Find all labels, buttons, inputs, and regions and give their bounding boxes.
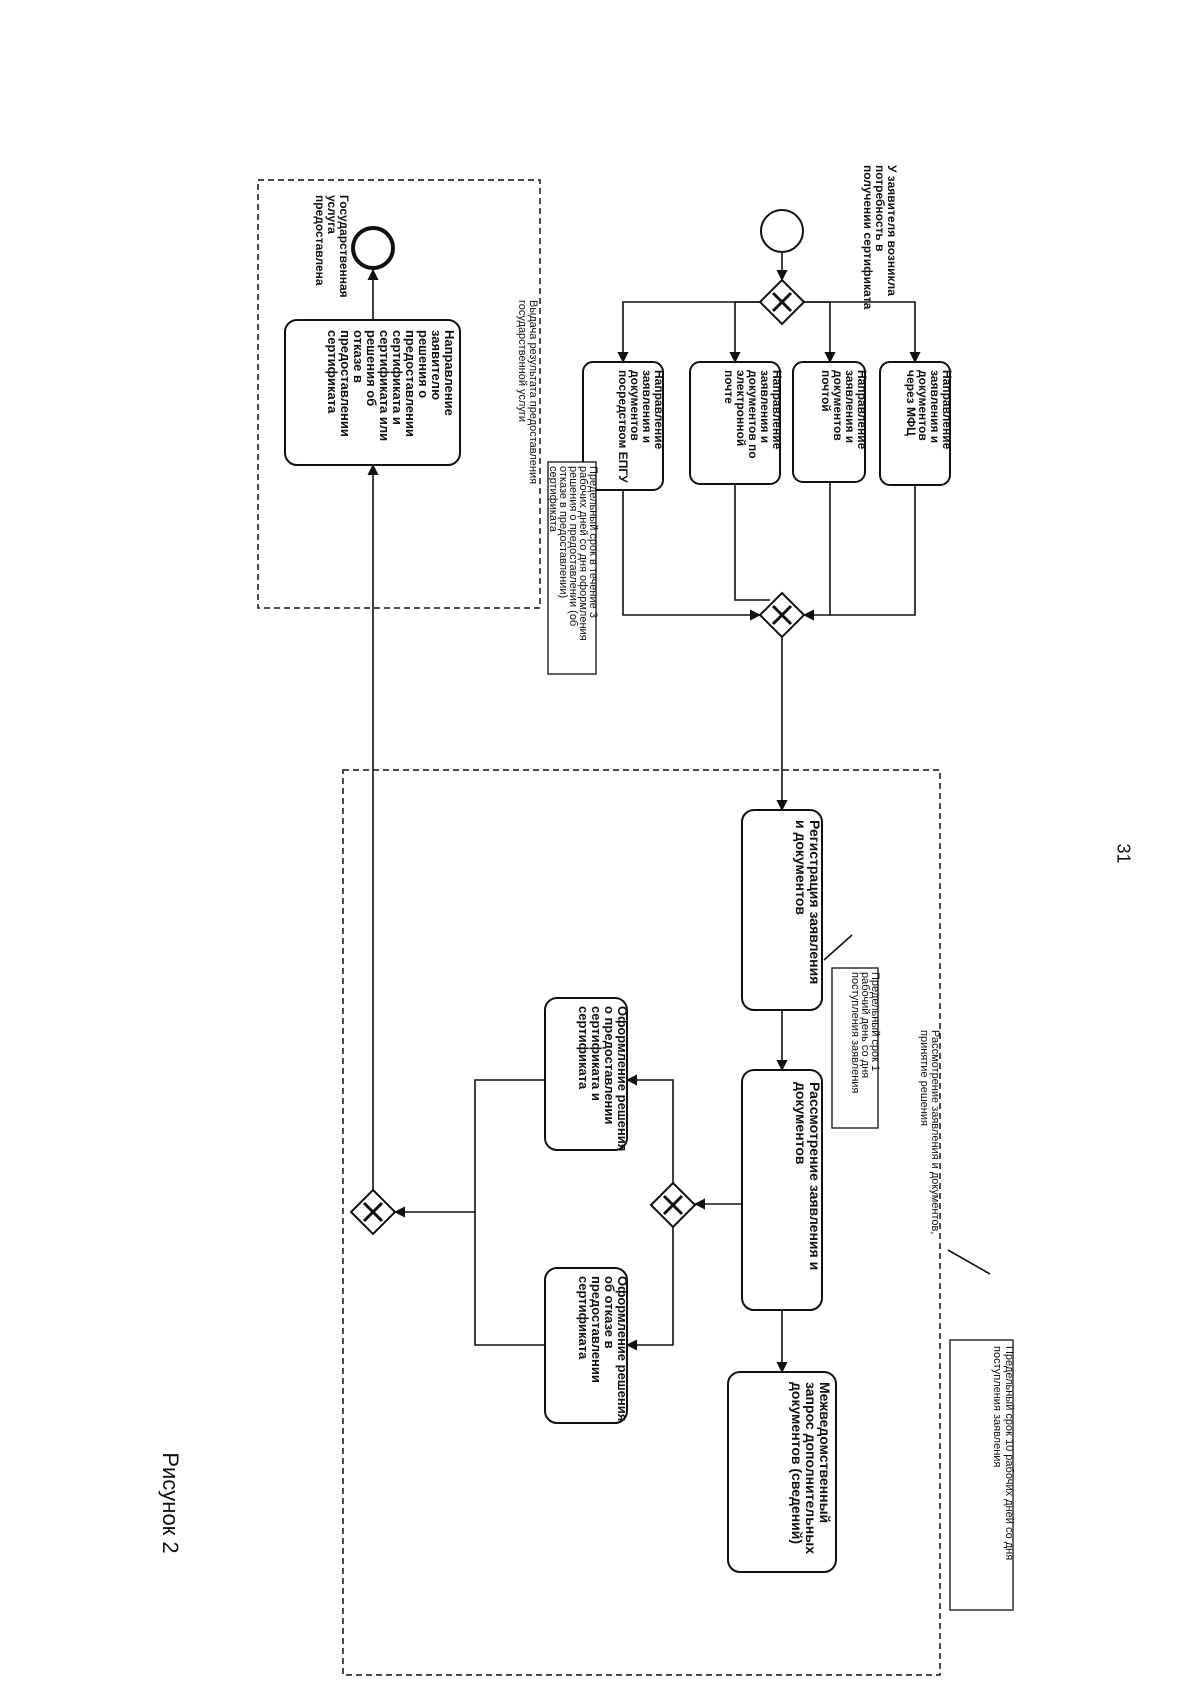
decision-refuse-label: Оформление решенияоб отказе впредоставле…	[576, 1276, 630, 1421]
channel-post-label: Направлениезаявления идокументовпочтой	[819, 370, 869, 450]
channel-email-label: Направлениезаявления идокументов поэлект…	[722, 370, 784, 459]
end-event	[351, 226, 395, 270]
channel-mfc-box	[879, 361, 951, 486]
interagency-label: Межведомственныйзапрос дополнительныхдок…	[789, 1382, 833, 1554]
result-note-label: Предельный срок в течение 3рабочих дней …	[547, 466, 599, 641]
channel-post-box	[792, 361, 866, 483]
review-box	[741, 1069, 823, 1311]
review-note-label: Предельный срок 10 рабочих дней со дняпо…	[991, 1346, 1015, 1560]
registration-note-label: Предельный срок 1рабочий день со дняпост…	[849, 972, 881, 1093]
review-lane-label: Рассмотрение заявления и документов,прин…	[918, 1030, 941, 1234]
channel-mfc-label: Направлениезаявления идокументовчерез МФ…	[904, 370, 954, 450]
review-label: Рассмотрение заявления идокументов	[793, 1082, 823, 1270]
result-note-box	[547, 461, 597, 675]
registration-note-box	[831, 967, 879, 1129]
decision-grant-box	[544, 997, 628, 1151]
result-lane-frame	[257, 179, 541, 609]
gateway-decision	[649, 1181, 697, 1229]
decision-grant-label: Оформление решенияо предоставлениисертиф…	[576, 1006, 630, 1151]
figure-caption: Рисунок 2	[158, 1452, 183, 1554]
result-task-box	[284, 319, 461, 466]
page-number: 31	[1113, 843, 1134, 864]
connectors	[367, 253, 991, 1374]
start-event-label: У заявителя возниклапотребность вполучен…	[861, 165, 899, 310]
channel-epgu-label: Направлениезаявления идокументовпосредст…	[616, 370, 666, 483]
review-note-box	[949, 1339, 1014, 1611]
channel-email-box	[689, 361, 781, 485]
interagency-box	[727, 1371, 837, 1573]
review-lane-frame	[342, 769, 941, 1676]
gateway-split-channels	[758, 278, 806, 326]
registration-label: Регистрация заявленияи документов	[793, 820, 823, 984]
registration-box	[741, 809, 823, 1011]
channel-epgu-box	[582, 361, 664, 491]
decision-refuse-box	[544, 1267, 628, 1424]
result-task-label: Направлениезаявителюрешения опредоставле…	[325, 330, 457, 441]
gateway-merge-channels	[758, 591, 806, 639]
start-event	[760, 209, 804, 253]
end-event-label: Государственнаяуслугапредоставлена	[313, 195, 351, 298]
result-lane-label: Выдача результата предоставлениягосударс…	[516, 300, 539, 484]
gateway-merge-decision	[349, 1188, 397, 1236]
